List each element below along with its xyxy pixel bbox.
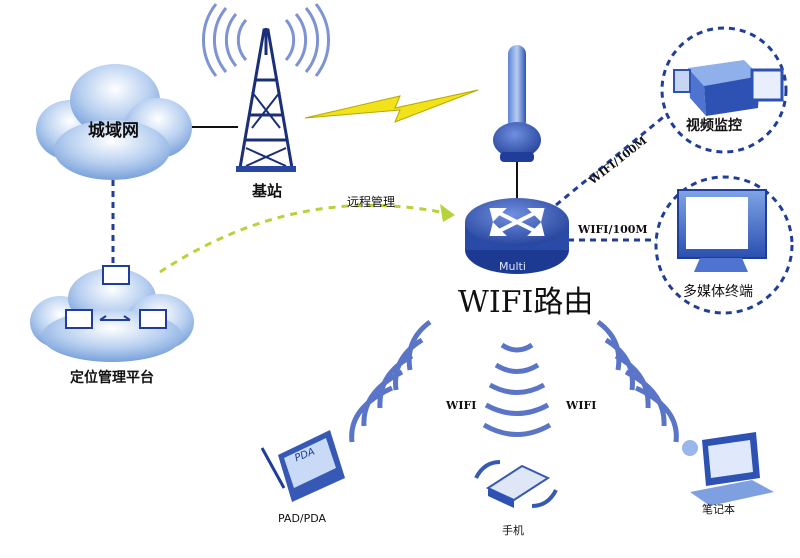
- router-badge: Multi: [499, 260, 526, 273]
- camera-icon: [673, 60, 784, 116]
- laptop-label: 笔记本: [702, 502, 735, 516]
- camera-link-label: WIFI/100M: [586, 134, 650, 188]
- monitor-icon: [677, 189, 767, 272]
- laptop-wireless-icon: [682, 440, 698, 456]
- camera-label: 视频监控: [686, 117, 742, 134]
- remote-arrowhead: [440, 204, 455, 222]
- remote-label: 远程管理: [347, 194, 395, 209]
- pda-icon: PDA: [260, 430, 345, 502]
- camera-node: [660, 26, 788, 154]
- antenna-icon: [493, 45, 541, 162]
- tower-label: 基站: [251, 182, 282, 200]
- phone-icon: [474, 460, 558, 508]
- media-node: [654, 175, 794, 315]
- connections: [111, 108, 673, 274]
- remote-management-arc: [159, 203, 456, 274]
- phone-label: 手机: [502, 523, 524, 537]
- lightning-bolt-icon: [304, 89, 479, 123]
- laptop-icon: [682, 432, 774, 506]
- tower-icon: [236, 28, 296, 172]
- wifi-right-label: WIFI: [565, 399, 596, 412]
- media-label: 多媒体终端: [683, 283, 753, 300]
- wifi-signal-icon: [349, 319, 679, 443]
- router-icon: Multi: [465, 198, 569, 274]
- platform-label: 定位管理平台: [70, 369, 154, 386]
- router-label: WIFI路由: [458, 285, 593, 320]
- wifi-left-label: WIFI: [445, 399, 476, 412]
- media-link-label: WIFI/100M: [577, 223, 648, 236]
- pda-label: PAD/PDA: [278, 512, 327, 525]
- platform-icon: [30, 265, 194, 362]
- cloud-label: 城域网: [88, 120, 139, 141]
- cloud-icon: [36, 64, 192, 180]
- tower-signal-icon: [202, 3, 330, 77]
- router-camera-line: [555, 108, 673, 207]
